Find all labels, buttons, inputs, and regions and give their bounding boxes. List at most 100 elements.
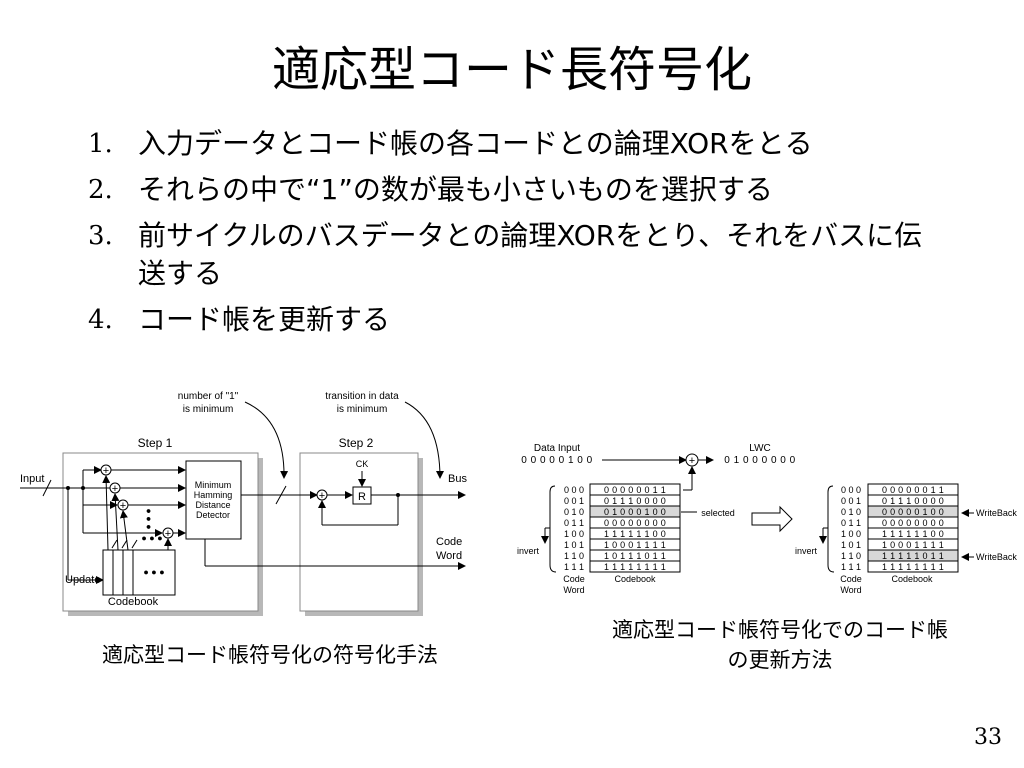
svg-text:Detector: Detector: [196, 510, 230, 520]
codebook-table-after: 0 0 0 0 0 0 1 1 0 1 1 1 0 0 0 0 0 0 0 0 …: [867, 483, 959, 573]
data-input-label: Data Input: [534, 443, 580, 454]
svg-text:0 0 0 0 0 0 1 1: 0 0 0 0 0 0 1 1: [604, 485, 666, 495]
svg-text:1 1 1 1 1 1 1 1: 1 1 1 1 1 1 1 1: [604, 562, 666, 572]
list-text: それらの中で“1”の数が最も小さいものを選択する: [138, 173, 773, 206]
svg-text:1 0 1 1 1 0 1 1: 1 0 1 1 1 0 1 1: [604, 551, 666, 561]
code-word-column-after: 0 0 0 0 0 1 0 1 0 0 1 1 1 0 0 1 0 1 1 1 …: [841, 485, 861, 572]
svg-text:0 0 0 0 0 0 0 0: 0 0 0 0 0 0 0 0: [882, 518, 944, 528]
selected-label: selected: [701, 508, 735, 518]
note-ones-minimum: number of "1": [178, 391, 239, 402]
svg-text:1 1 1 1 1 1 1 1: 1 1 1 1 1 1 1 1: [882, 562, 944, 572]
xor-symbol: +: [319, 490, 325, 502]
svg-text:0 1 1 1 0 0 0 0: 0 1 1 1 0 0 0 0: [604, 496, 666, 506]
xor-symbol: +: [120, 500, 126, 512]
numbered-list: 1. 入力データとコード帳の各コードとの論理XORをとる 2. それらの中で“1…: [88, 125, 948, 347]
caption-left: 適応型コード帳符号化の符号化手法: [102, 643, 438, 667]
svg-text:1 1 1: 1 1 1: [841, 562, 861, 572]
list-text: コード帳を更新する: [138, 303, 391, 336]
register-label: R: [358, 491, 366, 503]
svg-text:1 1 0: 1 1 0: [564, 551, 584, 561]
svg-text:0 1 0: 0 1 0: [564, 507, 584, 517]
input-label: Input: [20, 473, 44, 485]
svg-text:Codebook: Codebook: [891, 574, 933, 584]
svg-text:0 0 0 0 0 0 1 1: 0 0 0 0 0 0 1 1: [882, 485, 944, 495]
note-ones-minimum: is minimum: [183, 404, 234, 415]
invert-label: invert: [517, 546, 540, 556]
svg-text:1 0 0: 1 0 0: [564, 529, 584, 539]
lwc-bits: 0 1 0 0 0 0 0 0: [724, 455, 795, 466]
code-word-label: Word: [436, 550, 462, 562]
svg-text:0 1 1: 0 1 1: [564, 518, 584, 528]
slide-title: 適応型コード長符号化: [271, 42, 752, 98]
list-number: 4.: [88, 305, 113, 335]
codebook-block: [102, 549, 176, 596]
svg-text:0 0 0: 0 0 0: [564, 485, 584, 495]
svg-text:1 1 1 1 1 0 1 1: 1 1 1 1 1 0 1 1: [882, 551, 944, 561]
lwc-label: LWC: [749, 443, 770, 454]
svg-text:0 0 1: 0 0 1: [564, 496, 584, 506]
list-number: 2.: [88, 175, 113, 205]
xor-symbol: +: [165, 528, 171, 540]
list-item: 3. 前サイクルのバスデータとの論理XORをとり、それをバスに伝送する: [88, 217, 948, 293]
svg-text:0 0 0 0 0 1 0 0: 0 0 0 0 0 1 0 0: [882, 507, 944, 517]
update-label: Update: [65, 574, 100, 586]
caption-right: 適応型コード帳符号化でのコード帳 の更新方法: [612, 618, 948, 672]
bus-label: Bus: [448, 473, 467, 485]
svg-text:Code: Code: [563, 574, 585, 584]
svg-text:Minimum: Minimum: [195, 480, 232, 490]
list-text: 入力データとコード帳の各コードとの論理XORをとる: [138, 127, 813, 160]
svg-text:1 0 0 0 1 1 1 1: 1 0 0 0 1 1 1 1: [604, 540, 666, 550]
ck-label: CK: [356, 459, 369, 469]
svg-text:1 1 1: 1 1 1: [564, 562, 584, 572]
xor-symbol: +: [112, 483, 118, 495]
list-number: 3.: [88, 221, 113, 251]
dots: ● ● ●: [144, 508, 154, 529]
step1-label: Step 1: [138, 436, 173, 450]
svg-text:1 0 0 0 1 1 1 1: 1 0 0 0 1 1 1 1: [882, 540, 944, 550]
codebook-label: Codebook: [108, 596, 159, 608]
invert-label: invert: [795, 546, 818, 556]
code-word-column-before: 0 0 0 0 0 1 0 1 0 0 1 1 1 0 0 1 0 1 1 1 …: [564, 485, 584, 572]
svg-text:0 0 1: 0 0 1: [841, 496, 861, 506]
svg-text:0 0 0: 0 0 0: [841, 485, 861, 495]
dots: ● ● ●: [143, 567, 164, 577]
svg-text:1 0 0: 1 0 0: [841, 529, 861, 539]
svg-text:1 1 1 1 1 1 0 0: 1 1 1 1 1 1 0 0: [882, 529, 944, 539]
right-arrow-icon: [751, 505, 793, 533]
svg-text:Word: Word: [563, 585, 584, 595]
xor-gate: [109, 482, 121, 494]
page-number: 33: [974, 725, 1002, 750]
list-item: 4. コード帳を更新する: [88, 301, 948, 339]
writeback-label: WriteBack: [976, 552, 1017, 562]
codebook-table-before: 0 0 0 0 0 0 1 1 0 1 1 1 0 0 0 0 0 1 0 0 …: [589, 483, 681, 573]
note-transition-minimum: is minimum: [337, 404, 388, 415]
svg-text:Hamming: Hamming: [194, 490, 233, 500]
step2-label: Step 2: [339, 436, 374, 450]
svg-text:1 0 1: 1 0 1: [564, 540, 584, 550]
svg-text:0 1 0 0 0 1 0 0: 0 1 0 0 0 1 0 0: [604, 507, 666, 517]
list-number: 1.: [88, 129, 113, 159]
code-word-label: Code: [436, 536, 462, 548]
svg-text:Word: Word: [840, 585, 861, 595]
note-transition-minimum: transition in data: [325, 391, 399, 402]
xor-symbol: +: [103, 465, 109, 477]
svg-text:Distance: Distance: [195, 500, 230, 510]
dots: ● ● ●: [141, 533, 162, 543]
min-hamming-detector: [185, 460, 242, 540]
svg-text:1 1 0: 1 1 0: [841, 551, 861, 561]
xor-symbol: +: [689, 455, 695, 467]
svg-text:Code: Code: [840, 574, 862, 584]
svg-text:1 1 1 1 1 1 0 0: 1 1 1 1 1 1 0 0: [604, 529, 666, 539]
list-text: 前サイクルのバスデータとの論理XORをとり、それをバスに伝送する: [138, 219, 923, 290]
list-item: 2. それらの中で“1”の数が最も小さいものを選択する: [88, 171, 948, 209]
svg-text:Codebook: Codebook: [614, 574, 656, 584]
svg-text:0 1 1 1 0 0 0 0: 0 1 1 1 0 0 0 0: [882, 496, 944, 506]
writeback-label: WriteBack: [976, 508, 1017, 518]
list-item: 1. 入力データとコード帳の各コードとの論理XORをとる: [88, 125, 948, 163]
data-input-bits: 0 0 0 0 0 1 0 0: [521, 455, 592, 466]
svg-text:1 0 1: 1 0 1: [841, 540, 861, 550]
svg-text:0 1 0: 0 1 0: [841, 507, 861, 517]
svg-text:0 0 0 0 0 0 0 0: 0 0 0 0 0 0 0 0: [604, 518, 666, 528]
